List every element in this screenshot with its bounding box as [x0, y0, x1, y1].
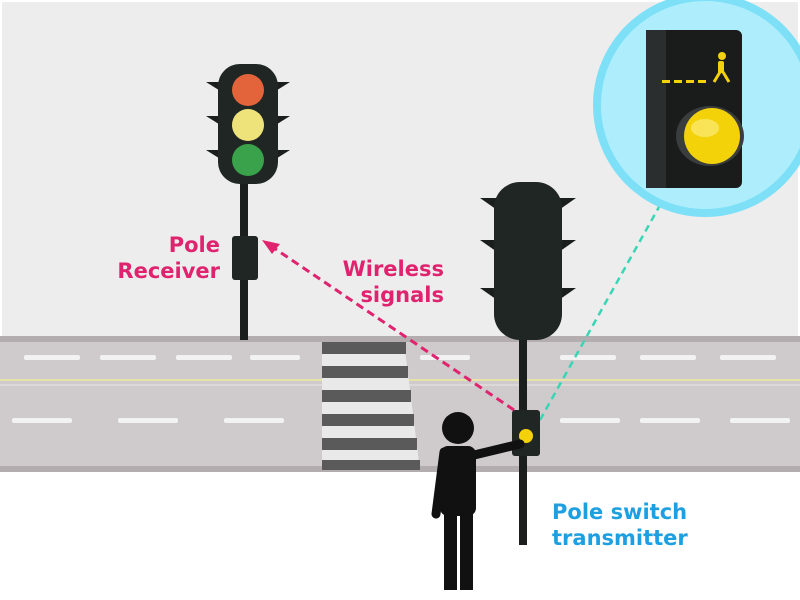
wireless-signals-label: Wireless signals: [330, 256, 444, 308]
pole-switch-transmitter-label: Pole switch transmitter: [552, 499, 688, 551]
wireless-signals-line1: Wireless: [342, 257, 444, 281]
walking-person-icon: [712, 52, 731, 83]
green-light: [232, 144, 264, 176]
transmitter-line1: Pole switch: [552, 500, 688, 524]
pole-receiver-box: [232, 236, 258, 280]
pole-receiver-label: Pole Receiver: [100, 232, 220, 284]
zoom-inset: [593, 0, 800, 217]
pole-receiver-line2: Receiver: [117, 259, 220, 283]
pole-receiver-line1: Pole: [168, 233, 220, 257]
red-light: [232, 74, 264, 106]
sidewalk: [0, 470, 800, 600]
yellow-light: [232, 109, 264, 141]
wireless-signals-line2: signals: [360, 283, 444, 307]
zebra-crossing: [322, 342, 420, 470]
wireless-signal-arrow: [262, 240, 515, 412]
zoom-connector: [538, 197, 666, 421]
transmitter-line2: transmitter: [552, 526, 688, 550]
pedestrian-icon: [431, 412, 525, 590]
big-yellow-button: [684, 108, 740, 164]
traffic-light-icon: [206, 64, 290, 340]
